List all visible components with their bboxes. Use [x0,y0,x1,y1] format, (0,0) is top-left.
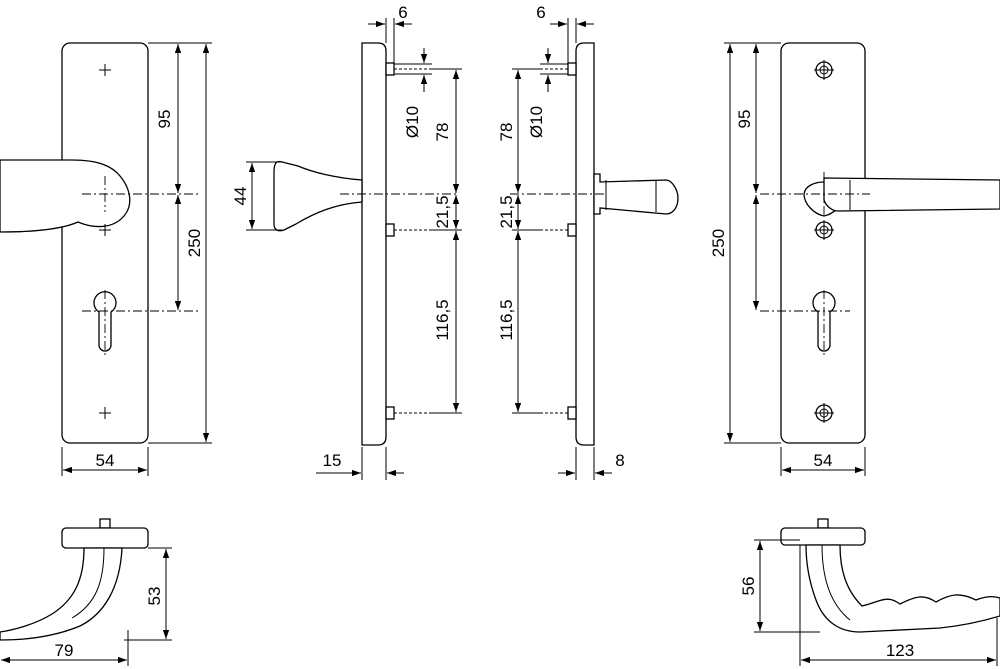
screw-mark-bottom [99,407,111,419]
dim-95-left: 95 [155,110,174,129]
escutcheon-plate-left [61,42,149,444]
cylinder-hole-right [812,291,836,352]
dim-21-5-right: 21,5 [497,195,516,228]
screw-stub-bottom-right [540,406,577,420]
screw-stub-mid-left [385,223,430,237]
dim-53: 53 [145,587,164,606]
dim-44: 44 [231,187,250,206]
fixed-knob [0,159,131,233]
dim-6-left: 6 [398,3,407,22]
knob-body-top [0,547,123,641]
dim-123: 123 [886,641,914,660]
lever-handle [823,177,1000,212]
side-view-right: 6 Ø10 78 21,5 116,5 8 [497,3,679,480]
dim-diameter-left: Ø10 [403,106,422,138]
dim-56: 56 [739,577,758,596]
knob-profile [273,160,363,232]
top-view-lever: 56 123 [739,518,1000,666]
side-plate-right [575,42,595,446]
lever-profile [593,173,679,215]
lever-body-top [805,544,1000,633]
screw-top-right [814,60,834,80]
dim-79: 79 [55,641,74,660]
dim-78-right: 78 [497,123,516,142]
escutcheon-plate-right [780,42,866,444]
front-view-lever-plate: 95 250 54 [709,42,1000,476]
dim-78-left: 78 [433,123,452,142]
dim-116-5-right: 116,5 [497,299,516,340]
screw-bottom-right [814,403,834,423]
side-plate-left [361,42,387,446]
screw-stub-top-right [540,62,577,76]
dim-250-right: 250 [709,229,728,257]
screw-mark-mid [99,224,111,236]
dim-15: 15 [323,451,342,470]
dim-116-5-left: 116,5 [433,299,452,340]
dim-95-right: 95 [735,110,754,129]
cylinder-hole-left [93,291,117,352]
dim-diameter-right: Ø10 [527,106,546,138]
dim-54-left: 54 [96,451,115,470]
dim-250-left: 250 [185,229,204,257]
screw-stub-bottom-left [385,406,430,420]
dim-8: 8 [615,451,624,470]
dim-21-5-left: 21,5 [433,195,452,228]
top-view-knob: 53 79 [0,518,172,666]
knob-rose-top [61,527,149,549]
dim-6-right: 6 [536,3,545,22]
screw-stub-top-left [385,62,430,76]
dim-54-right: 54 [814,451,833,470]
side-view-left: 6 Ø10 78 21,5 116,5 44 15 [231,3,462,480]
front-view-knob-plate: 95 250 54 [0,42,212,476]
screw-stub-mid-right [540,223,577,237]
lever-rose-top [780,527,866,546]
screw-mid-right [814,220,834,240]
screw-mark-top [99,64,111,76]
